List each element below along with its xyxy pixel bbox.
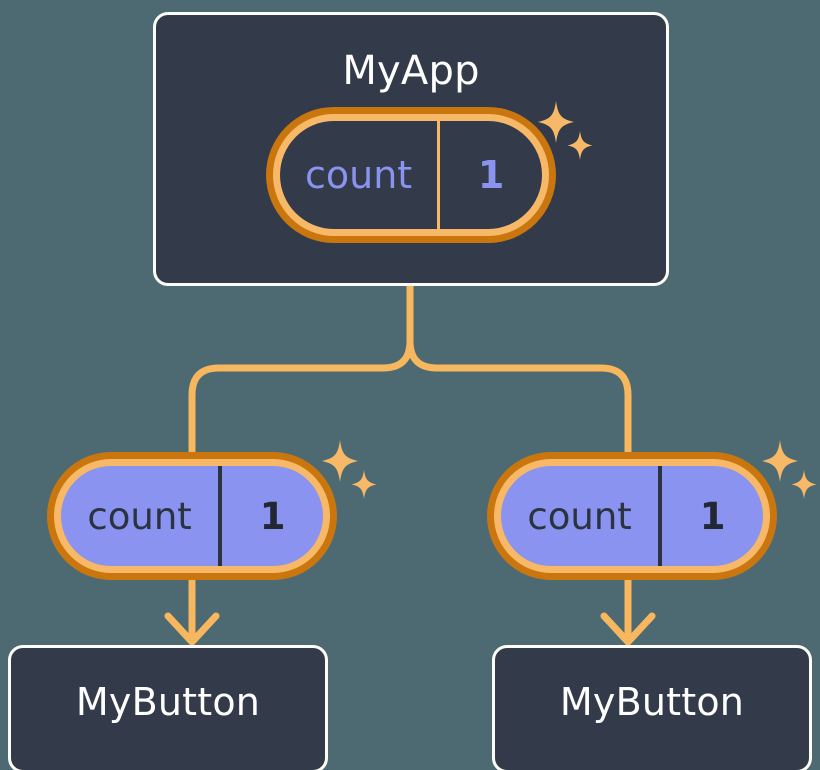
state-value-child-left: 1: [218, 466, 323, 566]
state-pill-child-right[interactable]: count 1: [487, 452, 777, 580]
state-value-myapp: 1: [437, 121, 542, 229]
component-box-mybutton-right[interactable]: MyButton: [492, 645, 812, 770]
state-pill-inner-ring: count 1: [273, 114, 549, 236]
state-name-child-right: count: [527, 494, 632, 538]
state-pill-myapp[interactable]: count 1: [266, 107, 556, 243]
state-pill-child-left[interactable]: count 1: [47, 452, 337, 580]
component-box-mybutton-left[interactable]: MyButton: [8, 645, 328, 770]
state-pill-inner-ring: count 1: [54, 459, 330, 573]
state-pill-core: count 1: [61, 466, 323, 566]
state-pill-core: count 1: [280, 121, 542, 229]
state-value-child-right: 1: [658, 466, 763, 566]
component-title-myapp: MyApp: [342, 48, 480, 94]
state-name-child-left: count: [87, 494, 192, 538]
component-title-mybutton-right: MyButton: [559, 680, 745, 724]
component-title-mybutton-left: MyButton: [75, 680, 261, 724]
state-name-myapp: count: [304, 153, 413, 197]
state-pill-core: count 1: [501, 466, 763, 566]
state-pill-inner-ring: count 1: [494, 459, 770, 573]
